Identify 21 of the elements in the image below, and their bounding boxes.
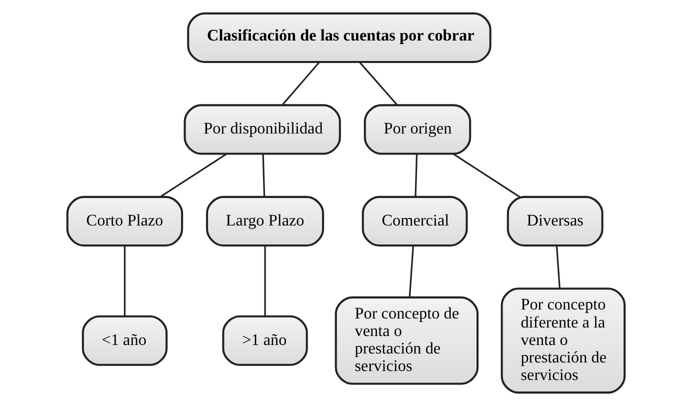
connector	[414, 154, 418, 196]
node-box: Por origen	[363, 104, 471, 155]
connector	[555, 246, 560, 288]
node-box: Por disponibilidad	[183, 104, 340, 155]
connector	[358, 62, 397, 106]
node-box: Diversas	[506, 196, 603, 247]
connector	[282, 62, 320, 106]
connector	[159, 153, 226, 198]
node-box: >1 año	[222, 315, 308, 366]
node-box: Por concepto de venta o prestación de servicios	[334, 296, 478, 385]
connector	[264, 246, 266, 316]
connector	[452, 153, 520, 198]
connector	[123, 246, 126, 316]
connector	[262, 154, 265, 196]
node-box: Comercial	[361, 196, 468, 247]
node-box: Largo Plazo	[206, 196, 324, 247]
node-box: Corto Plazo	[66, 196, 183, 247]
node-box: Por concepto diferente a la venta o prestación de servicios	[500, 288, 626, 394]
connector	[408, 246, 414, 298]
node-box: Clasificación de las cuentas por cobrar	[186, 12, 491, 64]
node-box: <1 año	[81, 315, 168, 366]
